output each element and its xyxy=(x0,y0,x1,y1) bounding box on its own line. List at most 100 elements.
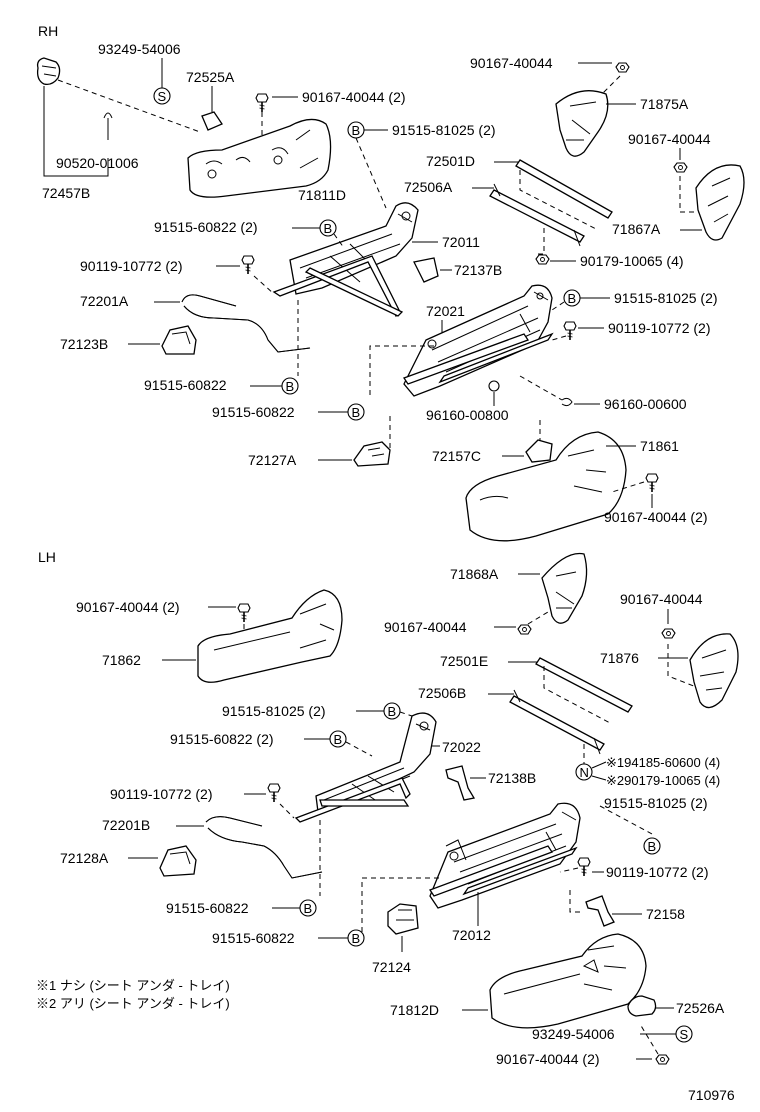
marker-n-lh: N xyxy=(580,765,589,780)
label-96160-00600: 96160-00600 xyxy=(604,396,687,412)
nut-90167-40044-rh-r xyxy=(673,162,688,173)
label-72022: 72022 xyxy=(442,739,481,755)
label-90167-40044-2-rh-bot: 90167-40044 (2) xyxy=(604,509,708,525)
cover-72127a xyxy=(353,441,391,467)
label-71876: 71876 xyxy=(600,650,639,666)
shield-71811d xyxy=(187,118,332,198)
marker-b-rh-1: B xyxy=(352,123,361,138)
marker-b-lh-1: B xyxy=(388,704,397,719)
note-1: ※1 ナシ (シート アンダ - トレイ) xyxy=(36,978,230,993)
rail-72021 xyxy=(403,284,553,397)
shield-71812d xyxy=(489,933,647,1029)
bracket-72138b xyxy=(445,765,476,801)
label-93249-54006-lh: 93249-54006 xyxy=(532,1026,615,1042)
cover-71867a xyxy=(695,164,745,241)
label-71875a: 71875A xyxy=(640,96,689,112)
marker-b-rh-5: B xyxy=(352,405,361,420)
wire-72201b xyxy=(205,816,323,879)
marker-s-lh: S xyxy=(680,1027,689,1042)
cover-72124 xyxy=(387,903,419,935)
diagram-number: 710976 xyxy=(688,1087,735,1103)
label-91515-81025-2-rh-top: 91515-81025 (2) xyxy=(392,122,496,138)
label-72127a: 72127A xyxy=(248,452,297,468)
marker-b-rh-2: B xyxy=(324,221,333,236)
label-71811d: 71811D xyxy=(298,187,346,203)
label-96160-00800: 96160-00800 xyxy=(426,407,509,423)
label-91515-60822-2-lh: 91515-60822 (2) xyxy=(170,731,274,747)
nut-90167-40044-lh-bot xyxy=(655,1054,670,1065)
clip-72525a xyxy=(201,111,223,131)
shield-71862 xyxy=(197,589,343,683)
bolt-90119-10772-lh-l xyxy=(267,783,281,803)
cover-71875a xyxy=(555,90,609,157)
bolt-90167-40044-rh-top xyxy=(255,93,269,113)
label-91515-60822-lh-b: 91515-60822 xyxy=(212,930,295,946)
knob-72457b xyxy=(36,57,61,86)
label-72158: 72158 xyxy=(646,906,685,922)
label-93249-54006-rh: 93249-54006 xyxy=(98,41,181,57)
label-90167-40044-rh-r: 90167-40044 xyxy=(628,131,711,147)
label-91515-81025-2-lh-r: 91515-81025 (2) xyxy=(604,795,708,811)
label-90179-10065-4: 90179-10065 (4) xyxy=(580,253,684,269)
nut-90167-40044-lh-m xyxy=(517,624,532,635)
label-72201b: 72201B xyxy=(102,817,150,833)
label-72128a: 72128A xyxy=(60,850,109,866)
bar-72506b xyxy=(509,695,605,751)
label-72501e: 72501E xyxy=(440,653,488,669)
lh-section-label: LH xyxy=(38,549,56,565)
label-72011: 72011 xyxy=(442,234,480,250)
label-194185-60600-4: ※194185-60600 (4) xyxy=(606,755,720,770)
label-72501d: 72501D xyxy=(426,153,475,169)
knob-72526a xyxy=(627,995,657,1017)
label-72201a: 72201A xyxy=(80,293,129,309)
bolt-90119-10772-rh-l xyxy=(241,255,255,275)
label-71868a: 71868A xyxy=(450,566,499,582)
shield-71861 xyxy=(465,431,627,542)
label-72526a: 72526A xyxy=(676,1000,725,1016)
washer-96160-00600 xyxy=(561,397,573,407)
bolt-90167-40044-rh-bot xyxy=(645,473,659,493)
label-91515-81025-2-rh-r: 91515-81025 (2) xyxy=(614,290,718,306)
marker-b-lh-2: B xyxy=(334,732,343,747)
label-90520-01006: 90520-01006 xyxy=(56,155,139,171)
label-72506b: 72506B xyxy=(418,685,466,701)
nut-90179-10065-rh xyxy=(535,254,550,265)
bolt-90119-10772-rh-r xyxy=(563,321,577,341)
marker-b-lh-3: B xyxy=(648,839,657,854)
cover-72128a xyxy=(159,845,197,877)
bracket-72157c xyxy=(525,439,553,463)
cover-71868a xyxy=(541,552,588,624)
nut-90167-40044-rh-tr xyxy=(615,62,630,73)
label-72457b: 72457B xyxy=(42,185,90,201)
marker-b-rh-4: B xyxy=(568,291,577,306)
label-72506a: 72506A xyxy=(404,179,453,195)
label-72012: 72012 xyxy=(452,927,491,943)
nut-90167-40044-lh-r xyxy=(661,628,676,639)
label-290179-10065-4: ※290179-10065 (4) xyxy=(606,773,720,788)
label-71812d: 71812D xyxy=(390,1002,439,1018)
cover-71876 xyxy=(689,633,739,709)
label-71862: 71862 xyxy=(102,652,141,668)
label-91515-60822-lh-a: 91515-60822 xyxy=(166,900,249,916)
label-91515-81025-2-lh-l: 91515-81025 (2) xyxy=(222,703,326,719)
label-91515-60822-rh-b: 91515-60822 xyxy=(212,404,295,420)
marker-s-rh: S xyxy=(158,89,167,104)
bar-72506a xyxy=(489,189,585,243)
label-90167-40044-lh-r: 90167-40044 xyxy=(620,591,703,607)
label-90119-10772-2-lh-l: 90119-10772 (2) xyxy=(110,786,212,802)
label-90119-10772-2-rh-r: 90119-10772 (2) xyxy=(608,320,710,336)
adjuster-72022 xyxy=(315,712,437,813)
note-2: ※2 アリ (シート アンダ - トレイ) xyxy=(36,996,230,1011)
bolt-90167-40044-lh xyxy=(237,603,251,623)
label-90167-40044-2-rh-top: 90167-40044 (2) xyxy=(302,89,406,105)
rod-72501e xyxy=(535,657,633,713)
rod-72501d xyxy=(515,159,613,219)
label-71867a: 71867A xyxy=(612,221,661,237)
label-72137b: 72137B xyxy=(454,262,502,278)
rh-section-label: RH xyxy=(38,23,58,39)
washer-96160-00800 xyxy=(488,380,500,392)
label-72138b: 72138B xyxy=(488,770,536,786)
marker-b-lh-4: B xyxy=(304,901,313,916)
label-90167-40044-lh-m: 90167-40044 xyxy=(384,619,467,635)
